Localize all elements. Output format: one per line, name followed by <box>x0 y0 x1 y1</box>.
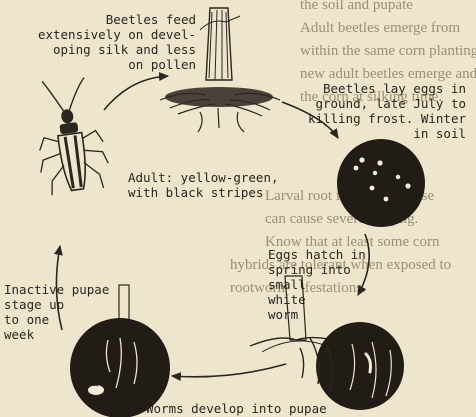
caption-beetles-feed: Beetles feed extensively on devel- oping… <box>6 12 196 72</box>
eggs-in-soil-illustration <box>337 139 425 227</box>
arrow-hatch-to-pupae <box>172 364 286 377</box>
adult-beetle-illustration <box>28 74 111 196</box>
caption-eggs-hatch: Eggs hatch in spring into small white wo… <box>268 247 366 322</box>
caption-inactive-pupae: Inactive pupae stage up to one week <box>4 282 109 342</box>
caption-beetles-lay-eggs: Beetles lay eggs in ground, late July to… <box>270 81 466 141</box>
caption-worms-develop: Worms develop into pupae <box>146 401 327 416</box>
caption-adult: Adult: yellow-green, with black stripes <box>128 170 279 200</box>
arrow-adult-to-feed <box>104 76 168 110</box>
